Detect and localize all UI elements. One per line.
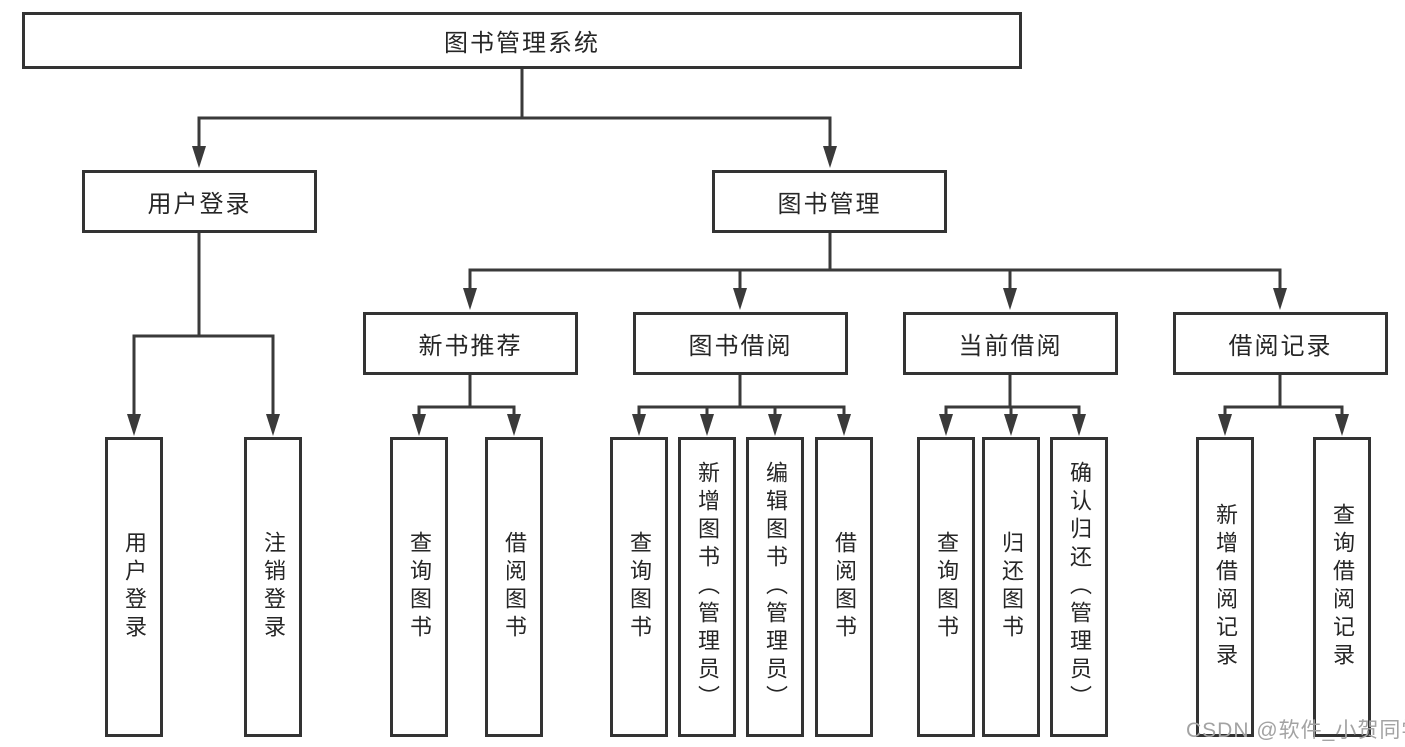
node-leaf-user-login: 用户登录 xyxy=(105,437,163,737)
node-current-label: 当前借阅 xyxy=(958,333,1063,360)
node-leaf-current-return: 归还图书 xyxy=(982,437,1040,737)
node-leaf-borrowing-query-label: 查询图书 xyxy=(627,531,652,643)
node-book-mgmt: 图书管理 xyxy=(712,170,947,233)
node-leaf-borrowing-query: 查询图书 xyxy=(610,437,668,737)
node-leaf-records-add-label: 新增借阅记录 xyxy=(1213,503,1238,671)
node-new-books-label: 新书推荐 xyxy=(418,333,523,360)
node-borrowing-label: 图书借阅 xyxy=(688,333,793,360)
node-root: 图书管理系统 xyxy=(22,12,1022,69)
node-current: 当前借阅 xyxy=(903,312,1118,375)
node-root-label: 图书管理系统 xyxy=(444,30,600,57)
node-borrowing: 图书借阅 xyxy=(633,312,848,375)
node-leaf-borrowing-add-label: 新增图书（管理员） xyxy=(695,461,720,713)
node-leaf-current-confirm-label: 确认归还（管理员） xyxy=(1067,461,1092,713)
node-leaf-borrowing-edit: 编辑图书（管理员） xyxy=(746,437,804,737)
node-leaf-current-return-label: 归还图书 xyxy=(999,531,1024,643)
node-leaf-newbooks-query-label: 查询图书 xyxy=(407,531,432,643)
node-user-login: 用户登录 xyxy=(82,170,317,233)
node-leaf-records-query-label: 查询借阅记录 xyxy=(1330,503,1355,671)
node-leaf-newbooks-borrow: 借阅图书 xyxy=(485,437,543,737)
node-leaf-borrowing-borrow: 借阅图书 xyxy=(815,437,873,737)
node-leaf-current-query-label: 查询图书 xyxy=(934,531,959,643)
csdn-watermark: CSDN @软件_小贺同学 xyxy=(1186,719,1405,742)
node-leaf-borrowing-edit-label: 编辑图书（管理员） xyxy=(763,461,788,713)
node-leaf-user-login-label: 用户登录 xyxy=(122,531,147,643)
node-records: 借阅记录 xyxy=(1173,312,1388,375)
node-leaf-borrowing-borrow-label: 借阅图书 xyxy=(832,531,857,643)
node-leaf-borrowing-add: 新增图书（管理员） xyxy=(678,437,736,737)
node-leaf-logout-label: 注销登录 xyxy=(261,531,286,643)
node-leaf-records-add: 新增借阅记录 xyxy=(1196,437,1254,737)
node-leaf-current-confirm: 确认归还（管理员） xyxy=(1050,437,1108,737)
node-leaf-records-query: 查询借阅记录 xyxy=(1313,437,1371,737)
node-leaf-newbooks-borrow-label: 借阅图书 xyxy=(502,531,527,643)
node-leaf-logout: 注销登录 xyxy=(244,437,302,737)
node-leaf-current-query: 查询图书 xyxy=(917,437,975,737)
node-book-mgmt-label: 图书管理 xyxy=(777,191,882,218)
node-new-books: 新书推荐 xyxy=(363,312,578,375)
node-records-label: 借阅记录 xyxy=(1228,333,1333,360)
node-user-login-label: 用户登录 xyxy=(147,191,252,218)
node-leaf-newbooks-query: 查询图书 xyxy=(390,437,448,737)
